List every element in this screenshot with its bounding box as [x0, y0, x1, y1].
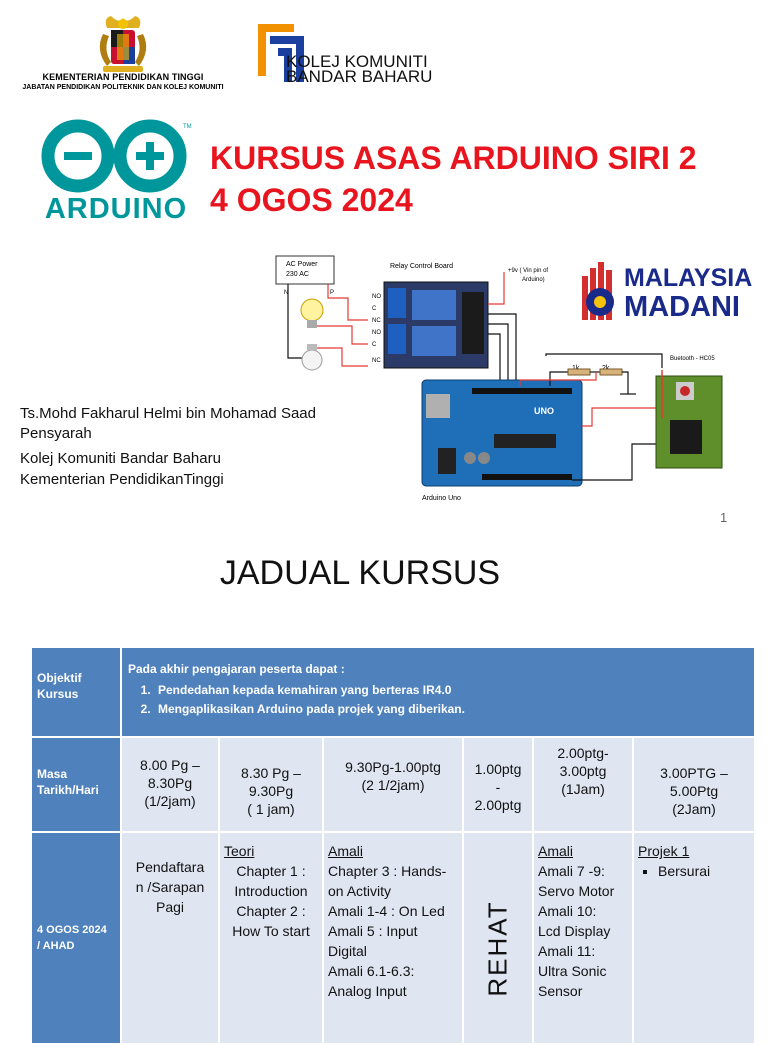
malaysia-madani-logo: MALAYSIA MADANI	[582, 262, 752, 323]
arduino-logo: TM ARDUINO	[41, 119, 192, 224]
time-slot: 8.00 Pg –8.30Pg(1/2jam)	[120, 736, 220, 833]
project-bullet: Bersurai	[658, 861, 750, 881]
svg-text:N: N	[284, 290, 288, 296]
svg-text:Relay Control Board: Relay Control Board	[390, 263, 453, 270]
svg-text:+9v ( Vin pin of: +9v ( Vin pin of	[508, 268, 548, 274]
madani-line2: MADANI	[624, 291, 740, 323]
objective-row: Objektif Kursus Pada akhir pengajaran pe…	[30, 646, 757, 738]
madani-line1: MALAYSIA	[624, 264, 752, 292]
time-slot: 1.00ptg-2.00ptg	[462, 736, 534, 833]
schedule-title: JADUAL KURSUS	[219, 554, 501, 592]
objective-item: Pendedahan kepada kemahiran yang bertera…	[154, 681, 748, 700]
college-name-line2: BANDAR BAHARU	[286, 67, 433, 86]
objective-list: Pendedahan kepada kemahiran yang bertera…	[128, 681, 748, 719]
time-label: Masa Tarikh/Hari	[30, 736, 122, 833]
svg-text:C: C	[372, 306, 377, 312]
college-name-line1: KOLEJ KOMUNITI	[286, 52, 428, 71]
break-label: REHAT	[482, 899, 513, 997]
svg-text:Arduino Uno: Arduino Uno	[422, 495, 461, 502]
ministry-department: JABATAN PENDIDIKAN POLITEKNIK DAN KOLEJ …	[22, 84, 224, 91]
svg-text:NC: NC	[372, 358, 381, 364]
arduino-wordmark: ARDUINO	[45, 193, 187, 224]
time-slot: 3.00PTG –5.00Ptg(2Jam)	[631, 736, 757, 833]
time-row: Masa Tarikh/Hari 8.00 Pg –8.30Pg(1/2jam)…	[30, 736, 757, 833]
svg-text:AC Power: AC Power	[286, 261, 318, 268]
circuit-diagram: AC Power 230 AC N P Relay Control Board …	[275, 255, 723, 502]
objective-content: Pada akhir pengajaran peserta dapat : Pe…	[119, 646, 757, 738]
presenter-college: Kolej Komuniti Bandar Baharu	[20, 450, 221, 467]
objective-item: Mengaplikasikan Arduino pada projek yang…	[154, 700, 748, 719]
course-date: 4 OGOS 2024	[210, 182, 413, 218]
objective-intro: Pada akhir pengajaran peserta dapat :	[128, 662, 345, 676]
svg-text:NO: NO	[372, 330, 381, 336]
time-slot: 8.30 Pg –9.30Pg( 1 jam)	[218, 736, 324, 833]
svg-text:NO: NO	[372, 294, 381, 300]
time-slot: 2.00ptg-3.00ptg(1Jam)	[532, 736, 634, 833]
svg-text:Arduino): Arduino)	[522, 277, 545, 283]
ministry-name: KEMENTERIAN PENDIDIKAN TINGGI	[42, 72, 204, 82]
presenter-role: Pensyarah	[20, 425, 92, 442]
course-title: KURSUS ASAS ARDUINO SIRI 2	[210, 140, 697, 176]
svg-text:UNO: UNO	[534, 406, 554, 416]
svg-text:Buetooth - HC05: Buetooth - HC05	[670, 356, 715, 362]
objective-label: Objektif Kursus	[30, 646, 122, 738]
schedule-table: Objektif Kursus Pada akhir pengajaran pe…	[30, 646, 757, 1045]
svg-text:230 AC: 230 AC	[286, 271, 309, 278]
svg-text:C: C	[372, 342, 377, 348]
slot-project: Projek 1 Bersurai	[631, 831, 757, 1045]
slide-number: 1	[720, 510, 728, 525]
svg-text:NC: NC	[372, 318, 381, 324]
date-label: 4 OGOS 2024 / AHAD	[30, 831, 122, 1045]
presenter-ministry: Kementerian PendidikanTinggi	[20, 471, 224, 488]
college-logo-mark	[258, 24, 304, 82]
time-slot: 9.30Pg-1.00ptg(2 1/2jam)	[322, 736, 464, 833]
presenter-name: Ts.Mohd Fakharul Helmi bin Mohamad Saad	[20, 405, 316, 422]
slot-break: REHAT	[462, 831, 534, 1045]
svg-text:TM: TM	[183, 124, 192, 130]
ministry-crest-logo	[99, 16, 147, 72]
svg-text:P: P	[330, 290, 334, 296]
